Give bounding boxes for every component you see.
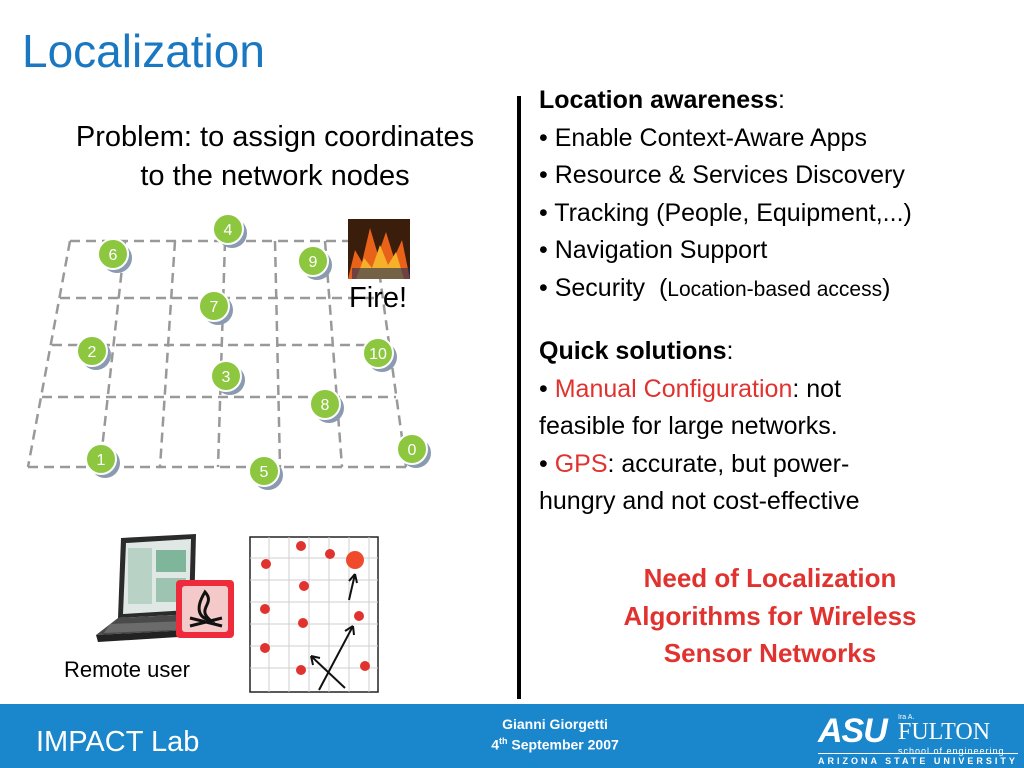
network-nodes: 4 6 9 7 2 10 3 8 0 1 5 [76,213,431,490]
node-label: 5 [260,464,269,481]
list-item: • Manual Configuration: not [539,374,842,403]
node-label: 3 [222,369,231,386]
sensor-network-diagram: 4 6 9 7 2 10 3 8 0 1 5 [26,213,431,490]
page-title: Localization [22,25,265,77]
network-node: 7 [198,290,233,325]
list-item: • Navigation Support [539,236,768,264]
location-awareness-section: Location awareness: • Enable Context-Awa… [539,82,912,307]
network-node: 5 [248,455,283,490]
node-label: 10 [369,346,387,363]
node-label: 2 [88,344,97,361]
network-node: 4 [212,213,247,248]
lab-name: IMPACT Lab [36,726,200,758]
problem-line-2: to the network nodes [140,160,410,192]
network-node: 10 [362,337,397,372]
network-node: 6 [97,238,132,273]
problem-statement: Problem: to assign coordinates to the ne… [30,118,520,196]
localization-grid-diagram [249,536,379,693]
node-label: 4 [224,222,233,239]
location-awareness-heading: Location awareness [539,86,778,114]
column-divider [517,96,521,699]
network-node: 1 [85,443,120,478]
network-node: 9 [297,245,332,280]
node-label: 9 [309,254,318,271]
list-item: • GPS: accurate, but power- [539,449,850,478]
list-item-continuation: hungry and not cost-effective [539,487,860,515]
network-node: 2 [76,335,111,370]
node-label: 6 [109,247,118,264]
list-item: • Tracking (People, Equipment,...) [539,198,912,227]
node-label: 7 [210,299,219,316]
presenter-info: Gianni Giorgetti 4th September 2007 [420,716,690,754]
conclusion-text: Need of Localization Algorithms for Wire… [623,563,917,668]
asu-fulton-logo: ASU Ira A. FULTON school of engineering … [818,712,1018,766]
remote-user-label: Remote user [64,657,190,682]
presentation-date: 4th September 2007 [491,736,619,753]
presenter-name: Gianni Giorgetti [502,716,608,732]
list-item-continuation: feasible for large networks. [539,412,838,440]
footer-bar: IMPACT Lab Gianni Giorgetti 4th Septembe… [0,704,1024,768]
node-label: 1 [97,452,106,469]
laptop-image [96,534,234,642]
quick-solutions-heading: Quick solutions [539,337,727,365]
problem-line-1: Problem: to assign coordinates [75,121,475,153]
fire-label: Fire! [349,282,407,314]
network-node: 0 [396,433,431,468]
list-item-security: • Security (Location-based access) [539,273,891,302]
fire-alarm-icon [176,580,234,638]
network-node: 8 [309,388,344,423]
node-label: 0 [408,442,417,459]
network-node: 3 [210,360,245,395]
quick-solutions-section: Quick solutions: • Manual Configuration:… [539,333,860,521]
node-label: 8 [321,397,330,414]
list-item: • Enable Context-Aware Apps [539,123,867,152]
list-item: • Resource & Services Discovery [539,161,905,189]
fire-image [348,219,410,279]
